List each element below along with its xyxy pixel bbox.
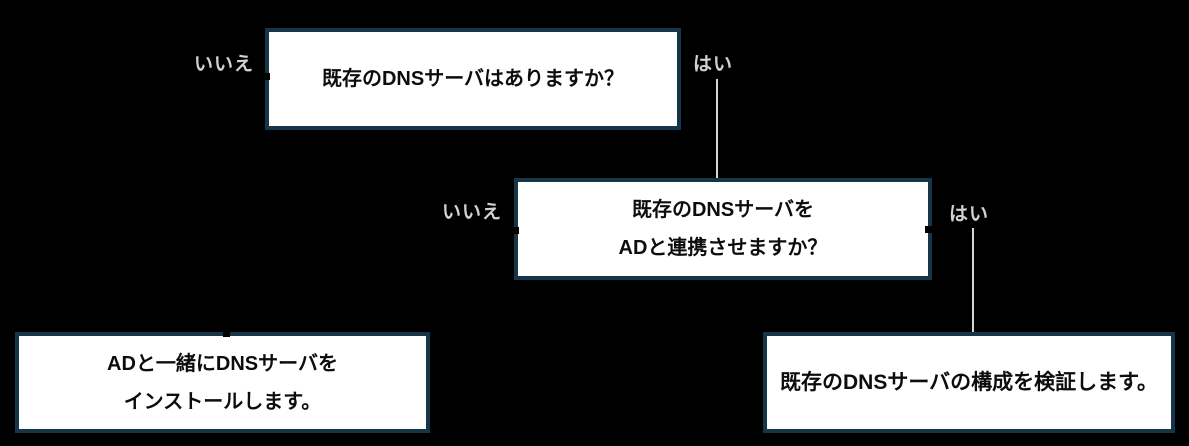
decision-box-existing-dns-text: 既存のDNSサーバはありますか？ — [321, 68, 625, 90]
connector-stub-install-top — [223, 330, 230, 337]
result-box-install-dns-text-line1: ADと一緒にDNSサーバを — [107, 352, 338, 375]
decision-box-ad-integration-text-line1: 既存のDNSサーバを — [631, 199, 815, 221]
connector-stub-q1-left — [262, 73, 270, 80]
decision-box-ad-integration: 既存のDNSサーバを ADと連携させますか？ — [514, 178, 932, 280]
result-box-verify-config-text: 既存のDNSサーバの構成を検証します。 — [779, 370, 1159, 394]
edge-label-yes-q1: はい — [692, 54, 733, 75]
edge-label-no-q2: いいえ — [441, 202, 502, 223]
result-box-install-dns-text-line2: インストールします。 — [123, 390, 322, 413]
decision-box-ad-integration-text-line2: ADと連携させますか？ — [618, 237, 828, 259]
decision-box-existing-dns: 既存のDNSサーバはありますか？ — [265, 28, 681, 130]
connector-yes-q1-to-q2 — [716, 79, 718, 178]
edge-label-no-q1: いいえ — [193, 54, 254, 75]
result-box-install-dns: ADと一緒にDNSサーバを インストールします。 — [15, 332, 430, 433]
edge-label-yes-q2: はい — [948, 204, 989, 225]
connector-yes-q2-to-verify — [972, 228, 974, 332]
result-box-verify-config: 既存のDNSサーバの構成を検証します。 — [763, 332, 1175, 433]
connector-stub-q2-right — [925, 226, 933, 233]
connector-stub-q2-left — [511, 227, 519, 234]
